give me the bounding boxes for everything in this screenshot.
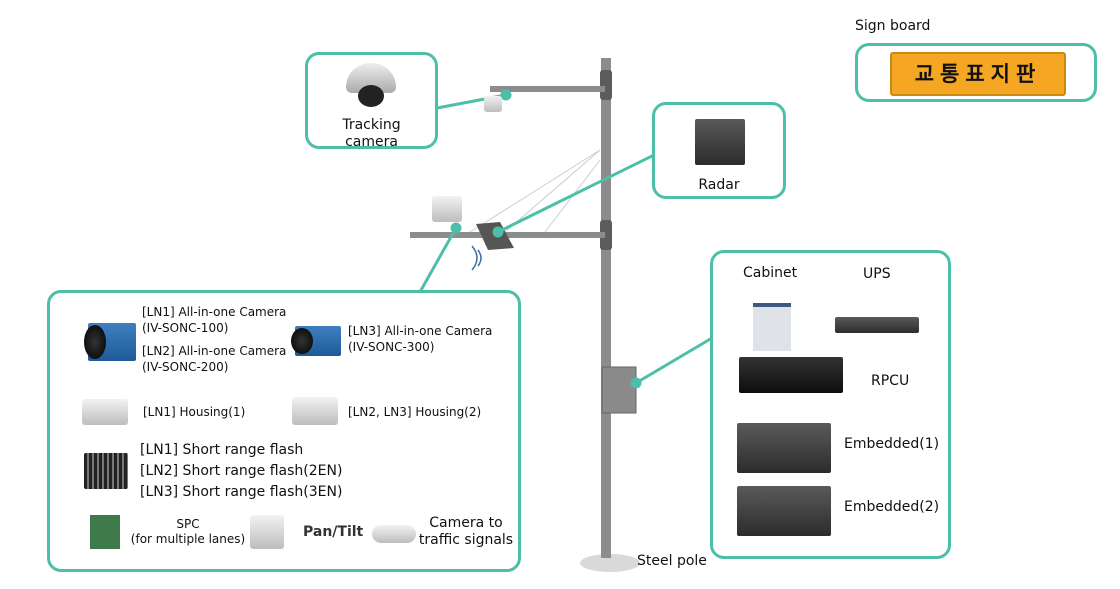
sign-board-box: 교통표지판 [855, 43, 1097, 102]
housing1-label: [LN1] Housing(1) [143, 405, 246, 419]
radar-icon [695, 119, 745, 165]
cabinet-icon [753, 303, 791, 351]
pan-tilt-icon [250, 515, 284, 549]
housing-camera-mounted [432, 196, 462, 222]
camera-equipment-panel: [LN1] All-in-one Camera (IV-SONC-100) [L… [47, 290, 521, 572]
tracking-camera-mounted [484, 96, 502, 112]
rpcu-label: RPCU [871, 373, 910, 389]
rpcu-icon [739, 357, 843, 393]
sign-board-label: Sign board [855, 18, 931, 34]
housing1-icon [82, 399, 128, 425]
ups-label: UPS [863, 266, 891, 282]
dome-lens [358, 85, 384, 107]
upper-arm [490, 86, 605, 92]
housing2-label: [LN2, LN3] Housing(2) [348, 405, 482, 419]
short-range-flash-icon [84, 453, 128, 489]
cam-ln1-label: [LN1] All-in-one Camera [142, 305, 287, 319]
sign-board: 교통표지판 [890, 52, 1066, 96]
pole-cabinet [601, 366, 637, 414]
steel-pole-label: Steel pole [637, 553, 707, 569]
cam-ln1-model: (IV-SONC-100) [142, 321, 229, 335]
all-in-one-camera-icon [84, 323, 136, 361]
spc-label: SPC(for multiple lanes) [130, 517, 246, 546]
pole-clamp-top [600, 70, 612, 100]
brace [469, 149, 601, 233]
housing2-icon [292, 397, 338, 425]
spc-board-icon [90, 515, 120, 549]
cabinet-equipment-panel: Cabinet UPS RPCU Embedded(1) Embedded(2) [710, 250, 951, 559]
cam-ln3-label: [LN3] All-in-one Camera [348, 324, 493, 338]
steel-pole [601, 58, 611, 558]
lower-arm [410, 232, 605, 238]
flash-ln1: [LN1] Short range flash [140, 442, 304, 458]
pan-tilt-label: Pan/Tilt [303, 524, 364, 540]
cabinet-label: Cabinet [743, 265, 798, 281]
wireless-icon [471, 245, 482, 271]
embedded2-label: Embedded(2) [844, 499, 940, 515]
cam-ln3-model: (IV-SONC-300) [348, 340, 435, 354]
connectors [418, 89, 713, 389]
all-in-one-camera-icon [291, 326, 341, 356]
ups-icon [835, 317, 919, 333]
pole-base [580, 554, 640, 572]
flash-ln2: [LN2] Short range flash(2EN) [140, 463, 343, 479]
embedded1-icon [737, 423, 831, 473]
flash-ln3: [LN3] Short range flash(3EN) [140, 484, 343, 500]
pole-clamp-lower [600, 220, 612, 250]
cam-ln2-model: (IV-SONC-200) [142, 360, 229, 374]
cam-ln2-label: [LN2] All-in-one Camera [142, 344, 287, 358]
embedded1-label: Embedded(1) [844, 436, 940, 452]
embedded2-icon [737, 486, 831, 536]
bullet-camera-icon [372, 525, 416, 543]
brace [504, 149, 601, 233]
radar-box: Radar [652, 102, 786, 199]
radar-label: Radar [698, 177, 740, 193]
